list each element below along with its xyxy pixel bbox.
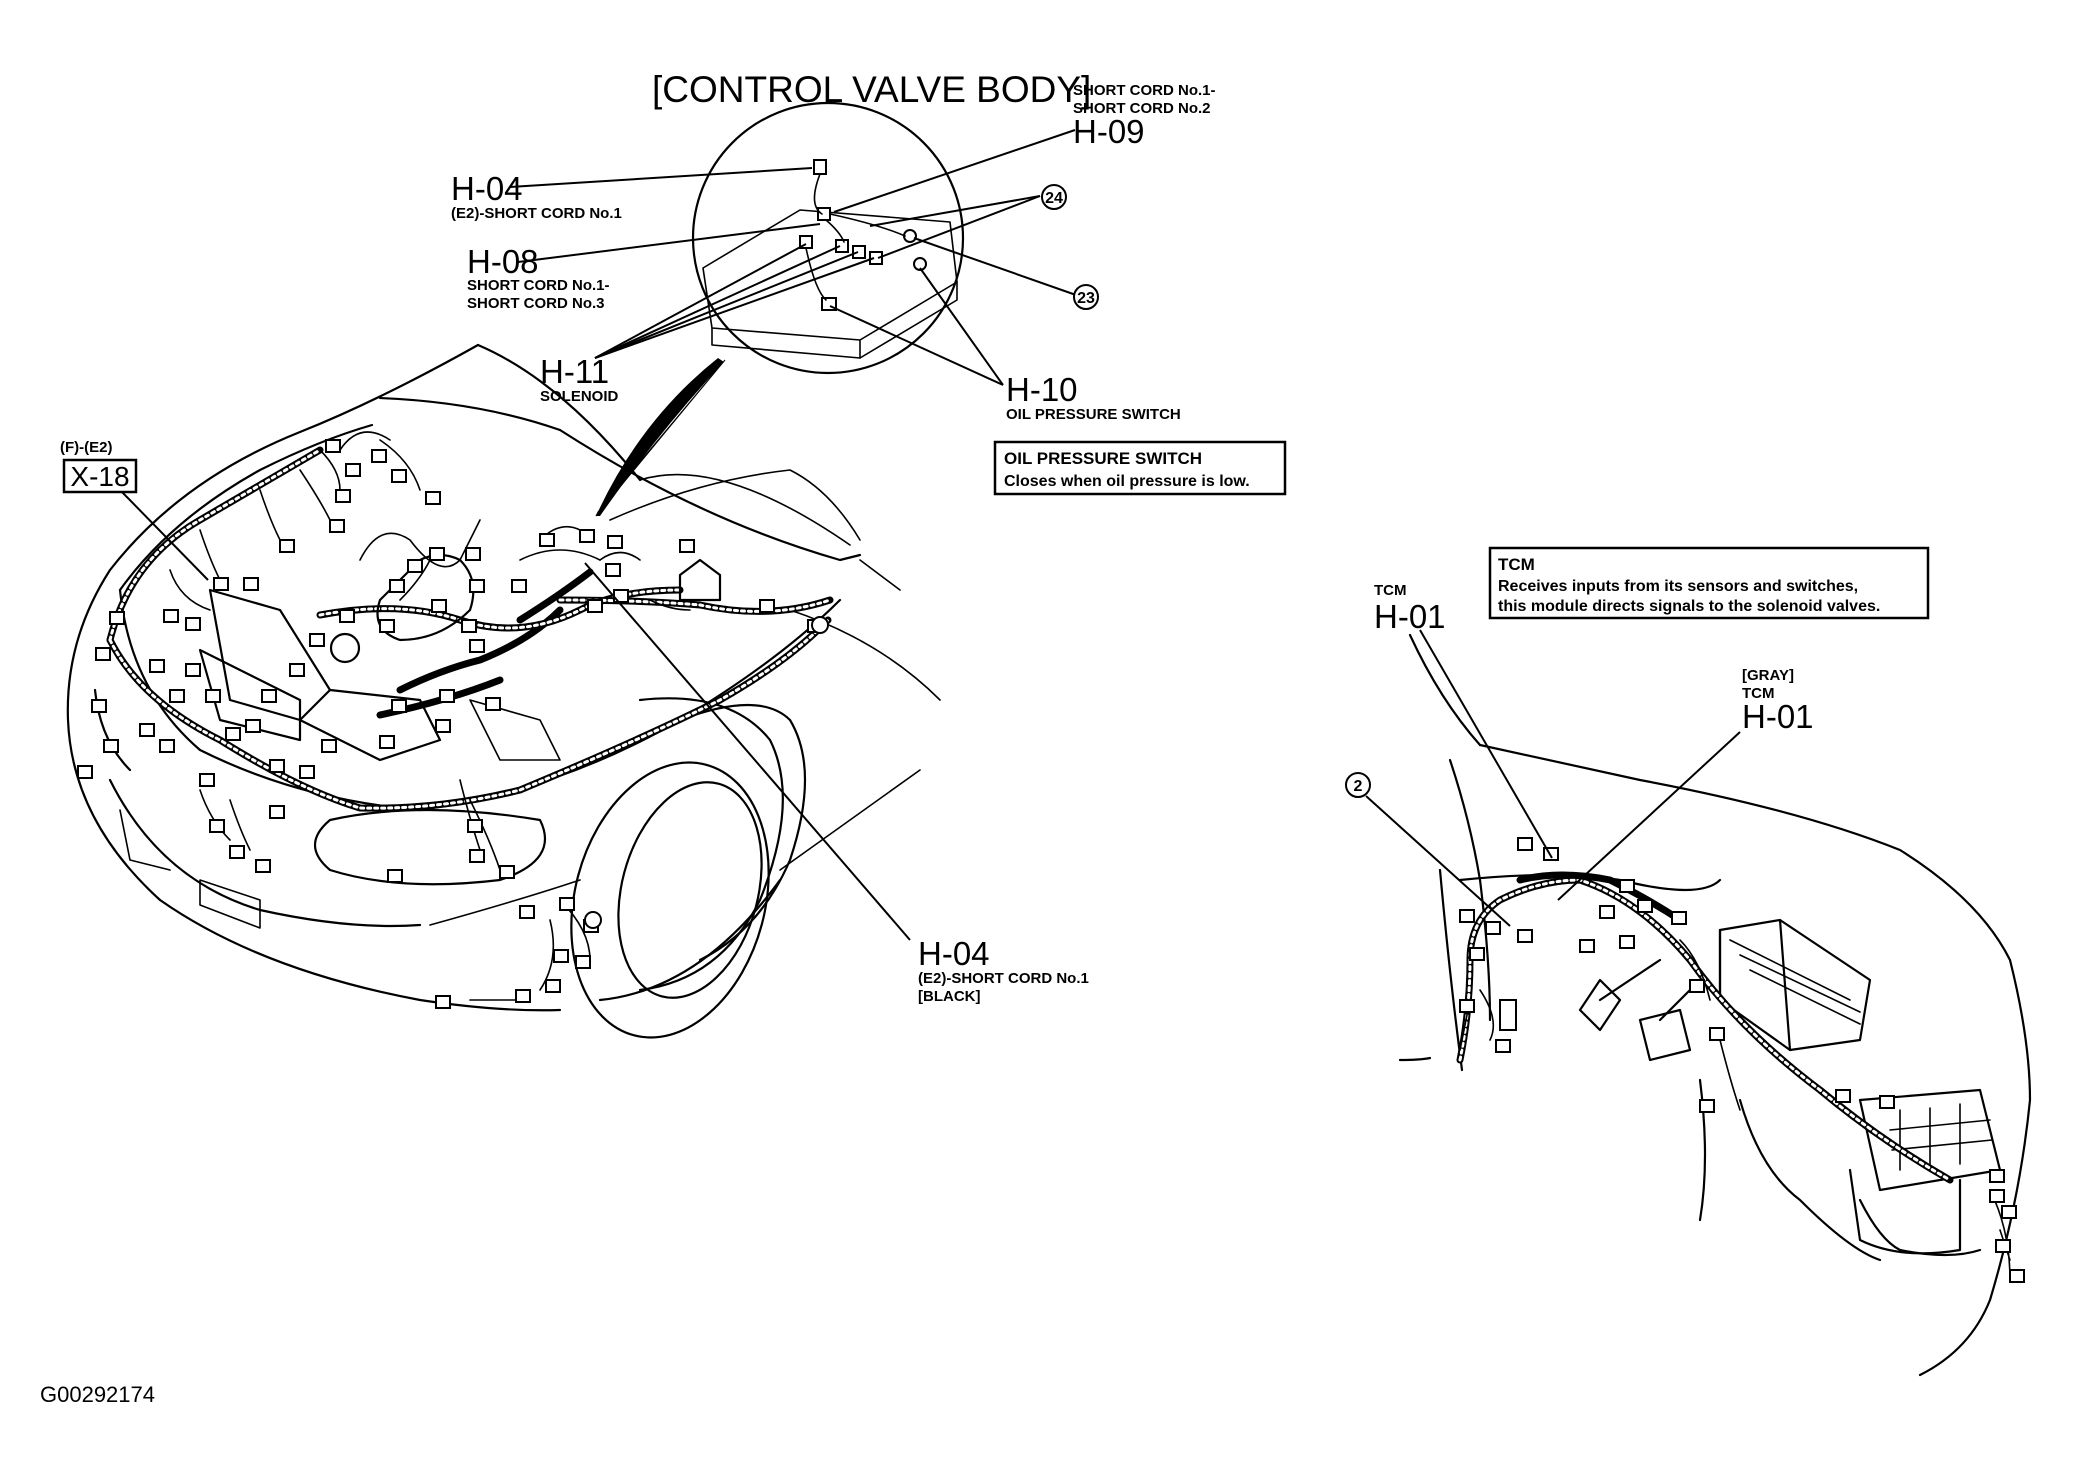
- label-desc: SHORT CORD No.2: [1073, 100, 1211, 117]
- label-desc: SHORT CORD No.1-: [1073, 82, 1216, 99]
- svg-text:24: 24: [1045, 190, 1063, 207]
- label-h09: SHORT CORD No.1- SHORT CORD No.2 H-09: [1073, 82, 1216, 150]
- note-tcm: TCM Receives inputs from its sensors and…: [1488, 546, 1930, 620]
- label-prefix: [GRAY]: [1742, 667, 1794, 684]
- car-front-view: [66, 343, 941, 1039]
- label-desc: (E2)-SHORT CORD No.1: [451, 205, 622, 222]
- label-code: H-04: [451, 170, 523, 207]
- label-x18: (F)-(E2) X-18: [60, 439, 209, 581]
- note-heading: TCM: [1498, 555, 1535, 574]
- label-h04-bottom: H-04 (E2)-SHORT CORD No.1 [BLACK]: [584, 562, 1089, 1005]
- note-oil-pressure-switch: OIL PRESSURE SWITCH Closes when oil pres…: [993, 440, 1287, 496]
- label-prefix: TCM: [1374, 582, 1407, 599]
- note-heading: OIL PRESSURE SWITCH: [1004, 449, 1202, 468]
- label-code: H-01: [1374, 598, 1446, 635]
- label-h10: H-10 OIL PRESSURE SWITCH: [1006, 371, 1181, 423]
- label-code: H-04: [918, 935, 990, 972]
- label-code: H-08: [467, 243, 539, 280]
- label-code: H-10: [1006, 371, 1078, 408]
- label-desc: (E2)-SHORT CORD No.1: [918, 970, 1089, 987]
- note-line: Receives inputs from its sensors and swi…: [1498, 578, 1858, 595]
- callout-23: 23: [1073, 284, 1099, 310]
- dashboard-view: [1398, 633, 2032, 1377]
- figure-id: G00292174: [40, 1382, 155, 1407]
- note-body: Closes when oil pressure is low.: [1004, 473, 1250, 490]
- label-desc: SHORT CORD No.3: [467, 295, 605, 312]
- callout-24: 24: [1041, 184, 1067, 210]
- detail-leader-lines: [509, 129, 1077, 386]
- diagram-title: [CONTROL VALVE BODY]: [652, 69, 1091, 110]
- svg-text:23: 23: [1077, 290, 1095, 307]
- label-prefix: TCM: [1742, 685, 1775, 702]
- label-code: H-09: [1073, 113, 1145, 150]
- label-desc: SHORT CORD No.1-: [467, 277, 610, 294]
- callout-2: 2: [1345, 772, 1511, 927]
- label-prefix: (F)-(E2): [60, 439, 113, 456]
- label-code: X-18: [70, 461, 129, 492]
- dashboard-connectors: [1459, 837, 2025, 1283]
- label-desc: [BLACK]: [918, 988, 980, 1005]
- label-code: H-11: [540, 353, 609, 390]
- label-h04-top: H-04 (E2)-SHORT CORD No.1: [451, 170, 622, 222]
- label-h08: H-08 SHORT CORD No.1- SHORT CORD No.3: [467, 243, 610, 312]
- engine-harness: [106, 431, 834, 991]
- note-line: this module directs signals to the solen…: [1498, 598, 1880, 615]
- label-h01-right: [GRAY] TCM H-01: [1557, 667, 1814, 901]
- detail-circle: [691, 101, 965, 375]
- valve-body-detail: [691, 101, 965, 375]
- svg-text:2: 2: [1354, 778, 1363, 795]
- label-h01-left: TCM H-01: [1374, 582, 1553, 859]
- label-code: H-01: [1742, 698, 1814, 735]
- engine-connectors: [77, 439, 829, 1009]
- label-desc: OIL PRESSURE SWITCH: [1006, 406, 1181, 423]
- label-h11: H-11 SOLENOID: [540, 353, 619, 405]
- label-desc: SOLENOID: [540, 388, 619, 405]
